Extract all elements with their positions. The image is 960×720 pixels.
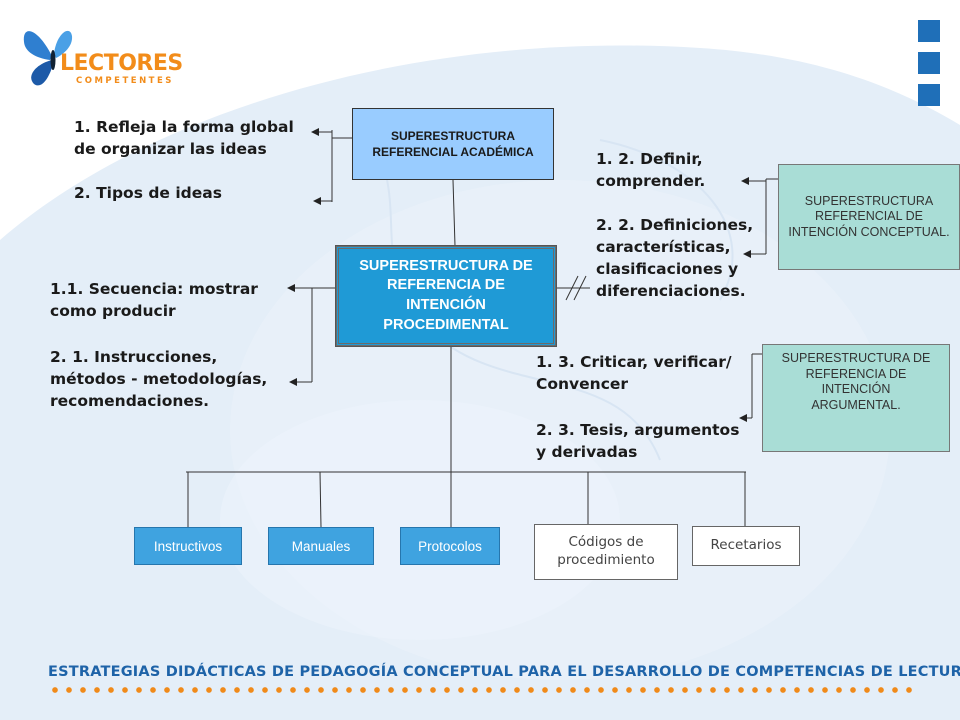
label-secuencia: 1.1. Secuencia: mostrar como producir — [50, 280, 258, 320]
label-definir: 1. 2. Definir, comprender. — [596, 150, 706, 190]
leaf-codigos: Códigos de procedimiento — [534, 524, 678, 580]
leaf-label: Recetarios — [710, 537, 782, 554]
logo-line2: COMPETENTES — [76, 76, 174, 86]
decor-square — [918, 52, 940, 74]
logo: LECTORES COMPETENTES — [18, 18, 183, 88]
leaf-manuales: Manuales — [268, 527, 374, 565]
decor-square — [918, 84, 940, 106]
node-label: SUPERESTRUCTURA DE REFERENCIA DE INTENCI… — [359, 257, 533, 333]
leaf-label: Manuales — [291, 538, 351, 554]
footer-title: ESTRATEGIAS DIDÁCTICAS DE PEDAGOGÍA CONC… — [48, 664, 960, 680]
node-label: SUPERESTRUCTURA REFERENCIAL ACADÉMICA — [372, 128, 534, 159]
node-intencion-conceptual: SUPERESTRUCTURA REFERENCIAL DE INTENCIÓN… — [778, 164, 960, 270]
node-label: SUPERESTRUCTURA REFERENCIAL DE INTENCIÓN… — [788, 193, 950, 239]
decor-square — [918, 20, 940, 42]
label-tesis: 2. 3. Tesis, argumentos y derivadas — [536, 421, 740, 461]
node-intencion-argumental: SUPERESTRUCTURA DE REFERENCIA DE INTENCI… — [762, 344, 950, 452]
label-tipos-ideas: 2. Tipos de ideas — [74, 184, 222, 202]
node-label: SUPERESTRUCTURA DE REFERENCIA DE INTENCI… — [781, 351, 931, 412]
leaf-recetarios: Recetarios — [692, 526, 800, 566]
label-definiciones: 2. 2. Definiciones, características, cla… — [596, 216, 754, 300]
logo-line1: LECTORES — [60, 51, 183, 76]
leaf-protocolos: Protocolos — [400, 527, 500, 565]
node-intencion-procedimental: SUPERESTRUCTURA DE REFERENCIA DE INTENCI… — [335, 245, 557, 347]
footer-dots — [48, 686, 918, 694]
label-criticar: 1. 3. Criticar, verificar/ Convencer — [536, 353, 732, 393]
leaf-instructivos: Instructivos — [134, 527, 242, 565]
leaf-label: Protocolos — [418, 538, 482, 554]
label-forma-global: 1. Refleja la forma global de organizar … — [74, 118, 294, 158]
leaf-label: Instructivos — [153, 538, 223, 554]
label-instrucciones: 2. 1. Instrucciones, métodos - metodolog… — [50, 348, 268, 410]
butterfly-icon — [23, 30, 73, 86]
leaf-label: Códigos de procedimiento — [557, 534, 655, 568]
node-referencial-academica: SUPERESTRUCTURA REFERENCIAL ACADÉMICA — [352, 108, 554, 180]
